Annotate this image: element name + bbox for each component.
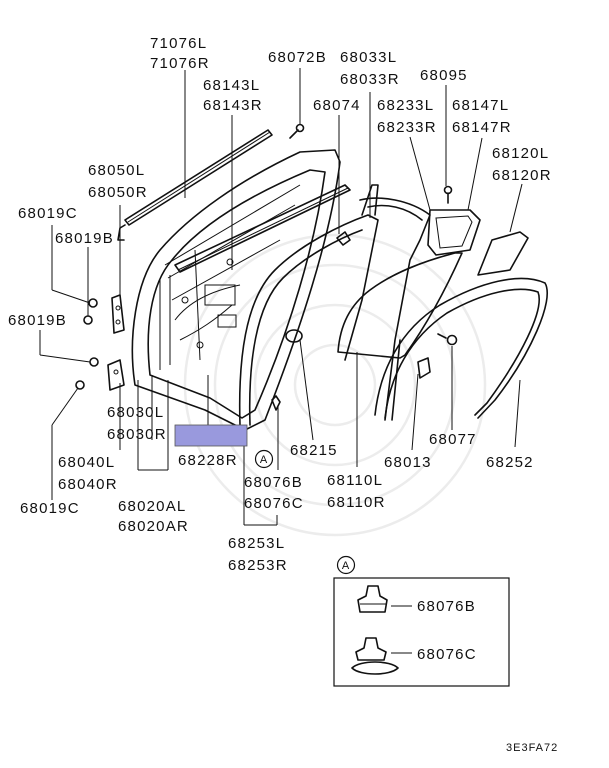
door-weatherstrip-drawing [374, 277, 548, 419]
watermark-emblem [183, 233, 487, 537]
inset-clip-68076b-drawing [357, 585, 388, 613]
screw-68072b-drawing [289, 123, 305, 139]
callout-a-main: A [254, 449, 274, 469]
label-68120r: 68120R [492, 167, 552, 184]
label-68077: 68077 [429, 431, 477, 448]
plug-68215-drawing [285, 329, 303, 343]
label-68040r: 68040R [58, 476, 118, 493]
upper-weatherstrip-drawing [174, 184, 351, 273]
bracket-68013-drawing [417, 357, 431, 379]
label-68033r: 68033R [340, 71, 400, 88]
label-68030l: 68030L [107, 404, 164, 421]
label-68253l: 68253L [228, 535, 285, 552]
bolt-68019b-mid-drawing [89, 357, 99, 367]
leader-lines [39, 68, 523, 654]
label-68147r: 68147R [452, 119, 512, 136]
clip-68074-drawing [336, 231, 351, 246]
label-68233l: 68233L [377, 97, 434, 114]
window-sash-drawing [238, 184, 379, 426]
label-68143r: 68143R [203, 97, 263, 114]
bolt-68019c-upper-drawing [88, 298, 98, 308]
bolt-68019b-drawing [83, 315, 93, 325]
label-68253r: 68253R [228, 557, 288, 574]
label-68074: 68074 [313, 97, 361, 114]
door-glass-drawing [337, 252, 463, 359]
label-68110l: 68110L [327, 472, 383, 489]
label-68233r: 68233R [377, 119, 437, 136]
label-68033l: 68033L [340, 49, 397, 66]
label-68120l: 68120L [492, 145, 549, 162]
label-68013: 68013 [384, 454, 432, 471]
label-68147l: 68147L [452, 97, 509, 114]
label-68019c-top: 68019C [18, 205, 78, 222]
label-68050r: 68050R [88, 184, 148, 201]
label-71076l: 71076L [150, 35, 207, 52]
label-68215: 68215 [290, 442, 338, 459]
label-68040l: 68040L [58, 454, 115, 471]
label-68076b: 68076B [244, 474, 303, 491]
bolt-68019c-lower-drawing [75, 380, 85, 390]
label-71076r: 71076R [150, 55, 210, 72]
callout-a-inset-letter: A [342, 560, 350, 572]
label-68095: 68095 [420, 67, 468, 84]
label-68252: 68252 [486, 454, 534, 471]
quarter-panel-drawing [477, 231, 529, 276]
label-68019b-mid: 68019B [8, 312, 67, 329]
door-hinge-lower-drawing [107, 359, 125, 391]
inset-box [333, 577, 510, 687]
part-labels: 71076L 71076R 68072B 68033L 68033R 68095… [8, 35, 552, 574]
door-hinge-upper-drawing [111, 294, 125, 334]
callout-a-main-letter: A [260, 454, 268, 466]
inset-label-68076b: 68076B [417, 598, 476, 615]
diagram-code: 3E3FA72 [506, 742, 558, 754]
label-68228r: 68228R [178, 452, 238, 469]
label-68019c-bottom: 68019C [20, 500, 80, 517]
quarter-glass-drawing [427, 209, 481, 256]
inset-clip-68076c-drawing [351, 637, 399, 675]
label-68020ar: 68020AR [118, 518, 189, 535]
label-68143l: 68143L [203, 77, 260, 94]
label-68050l: 68050L [88, 162, 145, 179]
label-68076c: 68076C [244, 495, 304, 512]
inset-label-68076c: 68076C [417, 646, 477, 663]
label-68110r: 68110R [327, 494, 386, 511]
inset-detail-a: A 68076B 68076C [333, 555, 510, 687]
screw-68095-drawing [443, 185, 453, 204]
clip-68076-drawing [271, 395, 281, 411]
door-panel-drawing [131, 149, 341, 431]
label-68072b: 68072B [268, 49, 327, 66]
bolt-68077-drawing [437, 333, 458, 346]
glass-run-drawing [359, 197, 431, 421]
redaction-block [174, 424, 248, 447]
label-68030r: 68030R [107, 426, 167, 443]
door-check-drawing [117, 224, 126, 241]
label-68020al: 68020AL [118, 498, 186, 515]
label-68019b-top: 68019B [55, 230, 114, 247]
belt-molding-drawing [124, 129, 273, 226]
